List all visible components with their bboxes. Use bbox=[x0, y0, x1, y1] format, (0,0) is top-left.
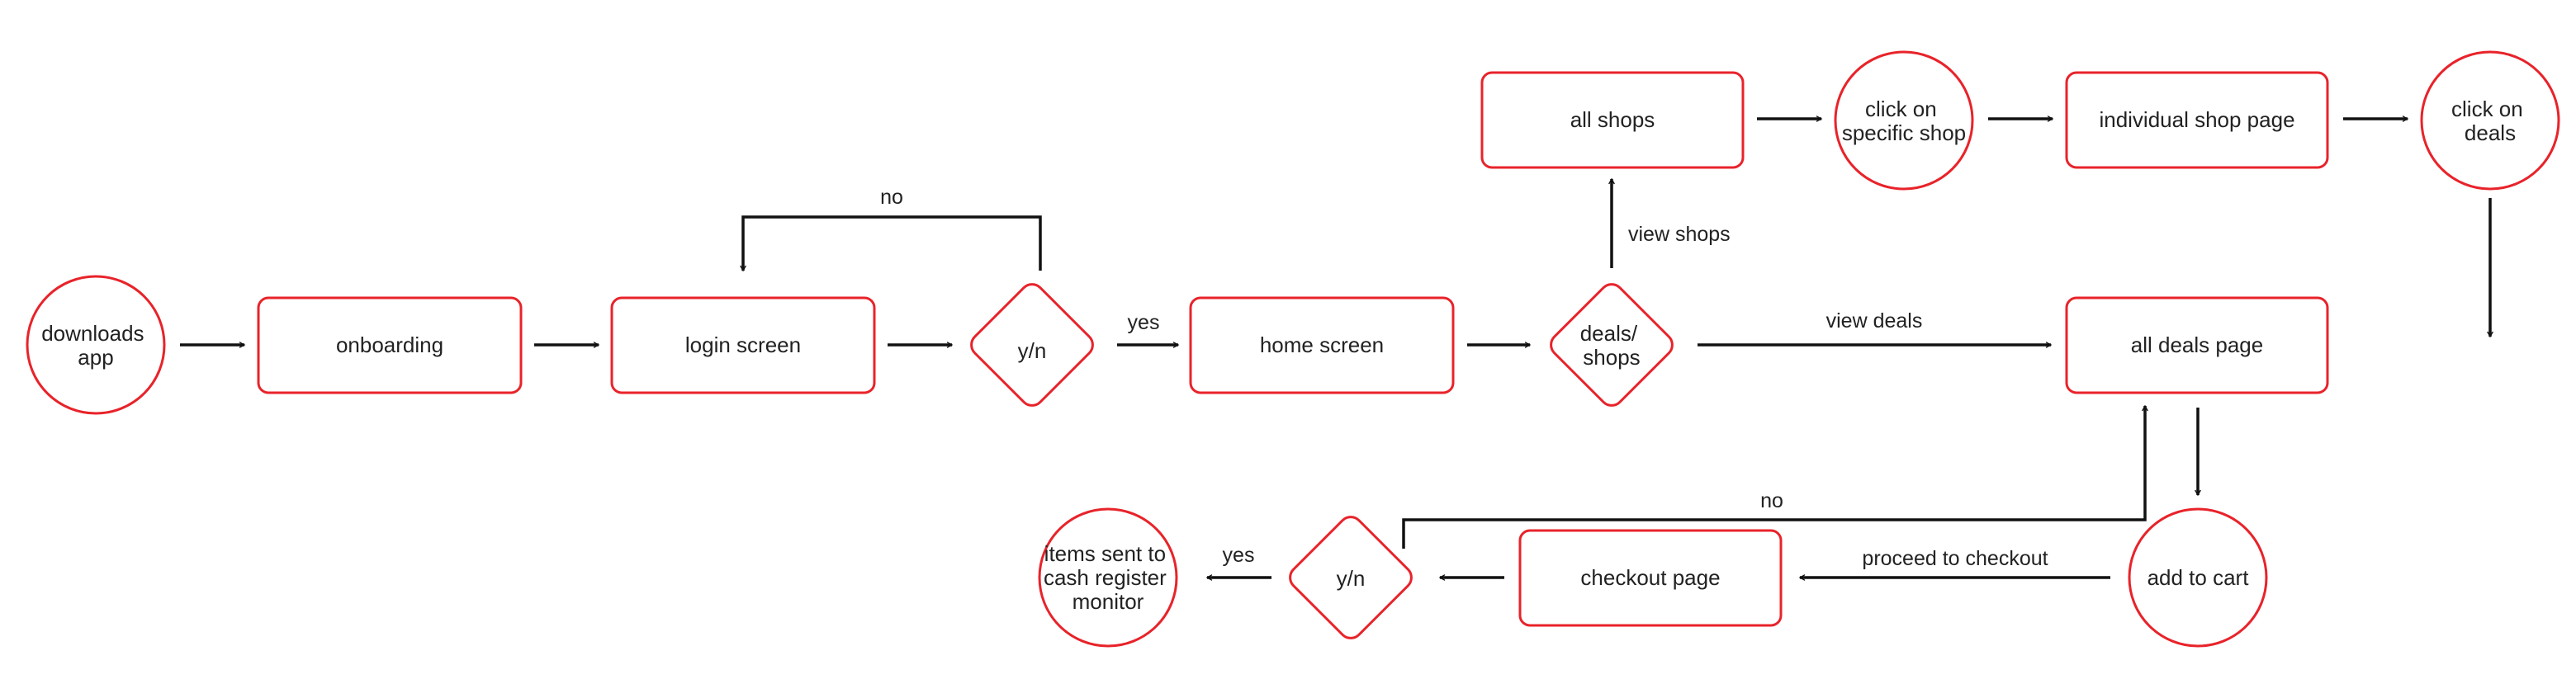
text-downloads-app-line-2: app bbox=[78, 345, 113, 370]
nodes bbox=[26, 50, 2560, 648]
text-items-sent-line-1: items sent to bbox=[1044, 541, 1166, 566]
text-click-deals-line-2: deals bbox=[2465, 120, 2516, 145]
label-view-deals: view deals bbox=[1826, 309, 1923, 332]
text-add-to-cart: add to cart bbox=[2147, 565, 2250, 590]
text-click-deals: click on deals bbox=[2451, 97, 2529, 145]
edge-decision-no-back-to-login bbox=[743, 215, 1042, 271]
text-deals-shops: deals/ shops bbox=[1580, 321, 1644, 370]
text-checkout-decision: y/n bbox=[1337, 566, 1366, 591]
node-all-deals-page bbox=[2065, 296, 2329, 394]
text-onboarding: onboarding bbox=[336, 332, 443, 357]
node-login-decision bbox=[970, 283, 1094, 407]
label-proceed-to-checkout: proceed to checkout bbox=[1862, 547, 2048, 570]
text-items-sent-line-2: cash register bbox=[1044, 565, 1167, 590]
node-labels: downloads app onboarding login screen y/… bbox=[41, 97, 2529, 614]
label-login-yes: yes bbox=[1128, 311, 1160, 334]
edge-checkout-decision-no bbox=[1402, 406, 2145, 549]
text-downloads-app-line-1: downloads bbox=[41, 321, 144, 346]
node-checkout-page bbox=[1518, 529, 1783, 627]
text-login-decision: y/n bbox=[1018, 338, 1047, 363]
node-checkout-decision bbox=[1289, 516, 1413, 639]
text-all-shops: all shops bbox=[1570, 107, 1655, 132]
node-items-sent bbox=[1038, 507, 1178, 648]
text-items-sent-line-3: monitor bbox=[1073, 589, 1144, 614]
text-deals-shops-line-1: deals/ bbox=[1580, 321, 1638, 346]
label-view-shops: view shops bbox=[1628, 223, 1731, 246]
text-click-specific-shop-line-2: specific shop bbox=[1842, 120, 1966, 145]
node-click-deals bbox=[2420, 50, 2560, 191]
text-click-specific-shop: click on specific shop bbox=[1842, 97, 1966, 145]
edges bbox=[180, 119, 2490, 578]
text-checkout-page: checkout page bbox=[1580, 565, 1720, 590]
text-login-screen: login screen bbox=[685, 332, 801, 357]
node-downloads-app bbox=[26, 275, 166, 415]
node-deals-shops bbox=[1550, 283, 1674, 407]
label-checkout-no: no bbox=[1760, 489, 1783, 512]
text-downloads-app: downloads app bbox=[41, 321, 150, 370]
text-items-sent: items sent to cash register monitor bbox=[1044, 541, 1172, 614]
node-add-to-cart bbox=[2128, 507, 2268, 648]
edge-labels: no yes view shops view deals no proceed … bbox=[880, 186, 2048, 570]
node-individual-shop-page bbox=[2065, 71, 2329, 169]
node-all-shops bbox=[1480, 71, 1745, 169]
text-all-deals-page: all deals page bbox=[2131, 332, 2263, 357]
label-checkout-yes: yes bbox=[1223, 544, 1255, 567]
node-login-screen bbox=[610, 296, 876, 394]
node-home-screen bbox=[1189, 296, 1455, 394]
node-click-specific-shop bbox=[1834, 50, 1974, 191]
text-individual-shop-page: individual shop page bbox=[2099, 107, 2294, 132]
text-click-deals-line-1: click on bbox=[2451, 97, 2523, 121]
text-home-screen: home screen bbox=[1260, 332, 1384, 357]
node-onboarding bbox=[257, 296, 523, 394]
text-deals-shops-line-2: shops bbox=[1583, 345, 1640, 370]
label-login-no: no bbox=[880, 186, 903, 209]
text-click-specific-shop-line-1: click on bbox=[1865, 97, 1937, 121]
